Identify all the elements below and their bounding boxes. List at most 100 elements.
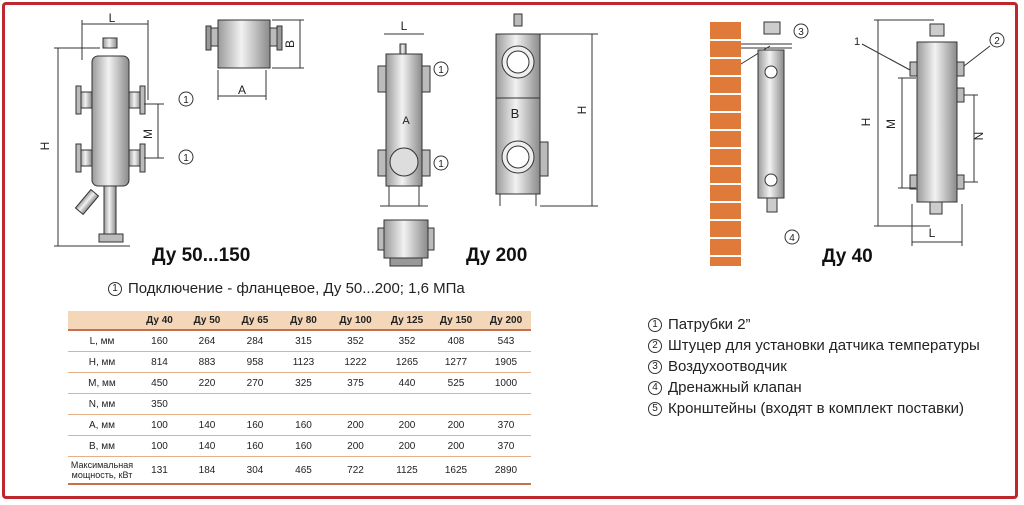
table-cell: 220 <box>183 372 231 394</box>
table-cell: 352 <box>328 329 383 352</box>
legend-text: Патрубки 2” <box>668 316 751 333</box>
header-du100: Ду 100 <box>328 311 383 330</box>
marker-1-upper: 1 <box>178 91 194 107</box>
table-cell <box>481 393 531 415</box>
svg-text:1: 1 <box>183 153 189 164</box>
table-cell: 140 <box>183 435 231 457</box>
legend-item: 1 Патрубки 2” <box>648 314 980 335</box>
table-cell: 200 <box>328 414 383 436</box>
legend-item: 3 Воздухоотводчик <box>648 356 980 377</box>
dim-h3-label: H <box>859 118 873 127</box>
dim-l2-label: L <box>401 19 408 33</box>
table-cell: 408 <box>431 329 481 352</box>
dim-m3-label: M <box>884 119 898 129</box>
table-cell: 1905 <box>481 351 531 373</box>
table-cell: 722 <box>328 456 383 485</box>
table-cell: 883 <box>183 351 231 373</box>
table-cell: 200 <box>431 414 481 436</box>
svg-text:1: 1 <box>854 36 860 48</box>
table-cell: 100 <box>136 414 183 436</box>
table-cell: 1625 <box>431 456 481 485</box>
table-cell <box>431 393 481 415</box>
table-cell: 284 <box>231 329 279 352</box>
header-du50: Ду 50 <box>183 311 231 330</box>
table-cell: 315 <box>279 329 328 352</box>
brick-wall <box>710 22 741 266</box>
note-text: Подключение - фланцевое, Ду 50...200; 1,… <box>128 280 465 297</box>
dim-l3-label: L <box>929 226 936 240</box>
table-row: N, мм 350 <box>68 393 531 415</box>
drawing-du200-front <box>377 33 435 267</box>
header-du150: Ду 150 <box>431 311 481 330</box>
table-cell: 131 <box>136 456 183 485</box>
caption-du40: Ду 40 <box>822 246 873 267</box>
table-cell: 2890 <box>481 456 531 485</box>
table-cell: 200 <box>328 435 383 457</box>
table-cell: 325 <box>279 372 328 394</box>
svg-text:3: 3 <box>798 27 804 38</box>
legend-text: Дренажный клапан <box>668 379 802 396</box>
marker-4: 4 <box>784 229 800 245</box>
table-corner <box>68 311 136 330</box>
svg-text:2: 2 <box>994 36 1000 47</box>
table-cell: 184 <box>183 456 231 485</box>
table-cell: 543 <box>481 329 531 352</box>
table-row: H, мм 814 883 958 1123 1222 1265 1277 19… <box>68 351 531 373</box>
svg-text:1: 1 <box>183 95 189 106</box>
dim-a-label: A <box>238 83 246 97</box>
svg-text:4: 4 <box>789 233 795 244</box>
drawing-du40-wall <box>740 21 792 213</box>
table-cell: 160 <box>231 435 279 457</box>
marker-3: 3 <box>793 23 809 39</box>
spec-table: Ду 40 Ду 50 Ду 65 Ду 80 Ду 100 Ду 125 Ду… <box>68 311 531 485</box>
table-cell: 450 <box>136 372 183 394</box>
caption-du200: Ду 200 <box>466 245 528 266</box>
table-cell: 350 <box>136 393 183 415</box>
table-cell: 264 <box>183 329 231 352</box>
table-row: M, мм 450 220 270 325 375 440 525 1000 <box>68 372 531 394</box>
table-cell <box>231 393 279 415</box>
table-cell: 200 <box>383 414 431 436</box>
row-label: Максимальная мощность, кВт <box>68 456 136 485</box>
connection-note: 1 Подключение - фланцевое, Ду 50...200; … <box>108 280 465 297</box>
dim-b-label: B <box>283 40 297 48</box>
dim-l-label: L <box>109 11 116 25</box>
legend-number: 2 <box>648 338 662 353</box>
marker-1-du200-lower: 1 <box>433 155 449 171</box>
dim-n-label: N <box>972 132 986 141</box>
table-cell: 440 <box>383 372 431 394</box>
row-label: N, мм <box>68 393 136 415</box>
dim-m-label: M <box>141 129 155 139</box>
header-du40: Ду 40 <box>136 311 183 330</box>
note-number: 1 <box>108 281 122 296</box>
table-header-row: Ду 40 Ду 50 Ду 65 Ду 80 Ду 100 Ду 125 Ду… <box>68 311 531 330</box>
marker-1-du40: 1 <box>854 36 860 48</box>
marker-1-du200-upper: 1 <box>433 61 449 77</box>
table-cell: 100 <box>136 435 183 457</box>
caption-du50-150: Ду 50...150 <box>152 245 251 266</box>
legend-number: 3 <box>648 359 662 374</box>
table-cell: 200 <box>383 435 431 457</box>
marker-1-lower: 1 <box>178 149 194 165</box>
table-cell: 140 <box>183 414 231 436</box>
legend-number: 5 <box>648 401 662 416</box>
table-cell: 160 <box>279 414 328 436</box>
dim-h-label: H <box>38 142 52 151</box>
row-label: B, мм <box>68 435 136 457</box>
table-cell: 1222 <box>328 351 383 373</box>
table-cell: 1265 <box>383 351 431 373</box>
table-cell: 814 <box>136 351 183 373</box>
legend-text: Воздухоотводчик <box>668 358 787 375</box>
row-label: H, мм <box>68 351 136 373</box>
table-cell: 352 <box>383 329 431 352</box>
dim-a2-label: A <box>402 115 410 127</box>
table-cell: 304 <box>231 456 279 485</box>
table-row: L, мм 160 264 284 315 352 352 408 543 <box>68 329 531 352</box>
legend-number: 1 <box>648 317 662 332</box>
table-cell: 1125 <box>383 456 431 485</box>
dim-h2-label: H <box>575 106 589 115</box>
header-du65: Ду 65 <box>231 311 279 330</box>
table-cell: 465 <box>279 456 328 485</box>
